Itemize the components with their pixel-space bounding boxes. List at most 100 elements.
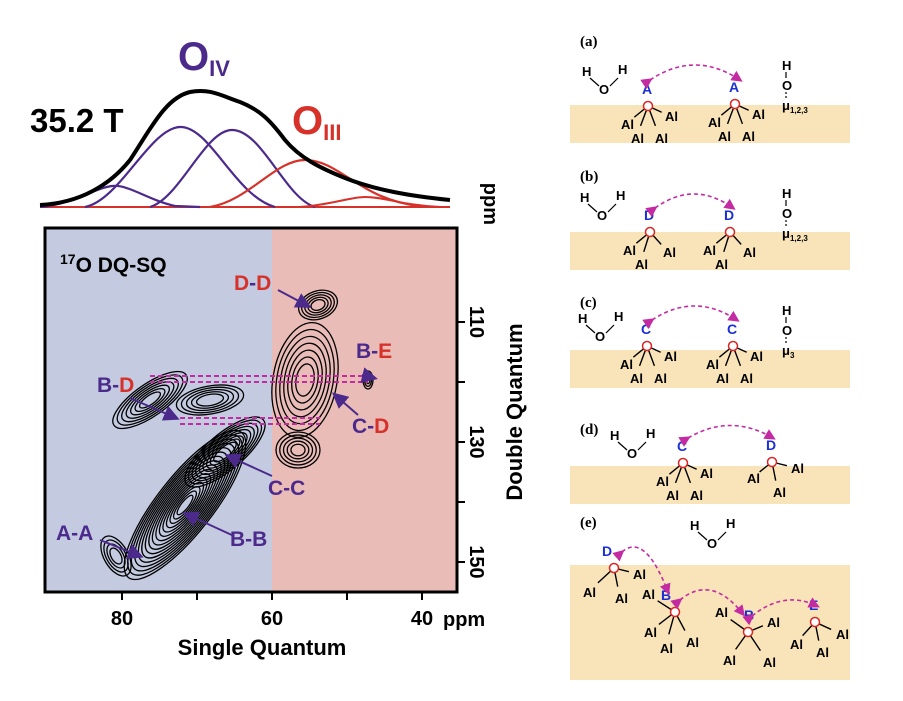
- al-atom: Al: [706, 357, 719, 372]
- plot-frame: [43, 226, 459, 594]
- pair-first: A: [56, 522, 71, 545]
- al-atom: Al: [723, 653, 736, 668]
- y-axis-label: Double Quantum: [502, 323, 527, 500]
- pair-arrows: [99, 289, 378, 559]
- al-atom: Al: [715, 605, 728, 620]
- pair-label-cc: C-C: [268, 477, 305, 500]
- pair-label-aa: A-A: [56, 522, 93, 545]
- pair-second: B: [252, 528, 267, 551]
- pair-first: B: [356, 340, 371, 363]
- pair-second: E: [378, 340, 392, 363]
- hydrogen-atom: H: [580, 190, 589, 205]
- component-peak-3: [149, 128, 316, 209]
- al-atom: Al: [700, 466, 713, 481]
- site-label: A: [729, 79, 739, 95]
- water-oxygen: O: [599, 82, 609, 97]
- hydrogen-atom: H: [582, 64, 591, 79]
- surface: [570, 466, 850, 504]
- oiii-label-sub: III: [323, 120, 341, 145]
- al-atom: Al: [654, 371, 667, 386]
- surface: [570, 565, 850, 680]
- contour-bd-lobe: [134, 387, 166, 413]
- arrow-cd: [331, 392, 359, 416]
- hydrogen-atom: H: [646, 426, 655, 441]
- al-atom: Al: [655, 131, 668, 146]
- site-label: D: [724, 207, 734, 223]
- al-atom: Al: [631, 131, 644, 146]
- water-oxygen: O: [707, 536, 717, 551]
- site-label: B: [661, 587, 671, 603]
- hydroxyl-oxygen: O: [782, 206, 792, 221]
- bond: [585, 324, 596, 334]
- mu-label: μ1,2,3: [782, 98, 808, 115]
- oxygen-atom: [742, 626, 754, 638]
- contour-main-lobe: [141, 451, 229, 559]
- ppm-label-bottom: ppm: [443, 609, 485, 631]
- al-atom: Al: [742, 129, 755, 144]
- al-atom: Al: [750, 349, 763, 364]
- site-label: D: [602, 543, 612, 559]
- pair-dash: -: [367, 415, 374, 438]
- contour-main-lobe: [162, 477, 208, 533]
- contour-main-lobe: [172, 490, 198, 520]
- bond: [717, 531, 727, 541]
- arrow-bd: [129, 397, 180, 421]
- oiv-label-sub: IV: [209, 56, 230, 81]
- mu-label: μ1,2,3: [782, 226, 808, 243]
- site-label: C: [641, 321, 651, 337]
- hydroxyl-oxygen: O: [782, 78, 792, 93]
- site-label: D: [644, 207, 654, 223]
- contour-red-lower: [290, 443, 306, 457]
- panel-label: (c): [580, 295, 597, 311]
- field-strength-label: 35.2 T: [30, 102, 124, 139]
- arrow-bb: [182, 511, 235, 537]
- correlation-lines: [150, 375, 372, 425]
- x-tick-label: 40: [411, 608, 433, 630]
- al-atom: Al: [791, 461, 804, 476]
- al-atom: Al: [664, 349, 677, 364]
- oxygen-atom: [669, 606, 681, 618]
- surface: [570, 105, 850, 143]
- al-atom: Al: [615, 591, 628, 606]
- hop-arrow: [678, 424, 776, 447]
- hydrogen-atom: H: [690, 518, 699, 533]
- hop-arrow: [670, 588, 745, 617]
- al-atom: Al: [703, 243, 716, 258]
- arrow-aa: [99, 539, 144, 559]
- contour-aa-tail: [103, 539, 129, 573]
- site-label: C: [727, 321, 737, 337]
- oiv-label: OIV: [178, 35, 230, 81]
- hydrogen-atom: H: [610, 428, 619, 443]
- contour-red-lobe: [283, 342, 327, 418]
- contour-dd-lobe: [304, 294, 332, 316]
- plot-title: 17O DQ-SQ: [60, 251, 167, 277]
- oxygen-atom: [727, 340, 739, 352]
- al-atom: Al: [583, 585, 596, 600]
- al-atom: Al: [790, 637, 803, 652]
- oxygen-atom: [729, 98, 741, 110]
- pair-label-dd: D-D: [234, 272, 271, 295]
- al-atom: Al: [633, 567, 646, 582]
- contour-dd-lobe: [297, 289, 339, 321]
- contour-bd-lobe: [138, 391, 162, 409]
- y-tick-label: 130: [465, 425, 487, 458]
- pair-second: C: [290, 477, 305, 500]
- hydrogen-atom: H: [578, 311, 587, 326]
- al-atom: Al: [621, 117, 634, 132]
- total-spectrum: [39, 89, 451, 207]
- bond: [607, 203, 617, 213]
- oxygen-atom: [641, 340, 653, 352]
- pair-second: D: [256, 272, 271, 295]
- bond: [697, 531, 708, 541]
- contour-upper-lobe: [190, 391, 230, 409]
- hydroxyl-hydrogen: H: [782, 303, 791, 318]
- pair-first: B: [230, 528, 245, 551]
- water-oxygen: O: [627, 446, 637, 461]
- contour-dd-lobe: [307, 296, 329, 314]
- oxygen-atom: [809, 616, 821, 628]
- x-axis-ticks: [121, 592, 423, 600]
- pair-second: D: [374, 415, 389, 438]
